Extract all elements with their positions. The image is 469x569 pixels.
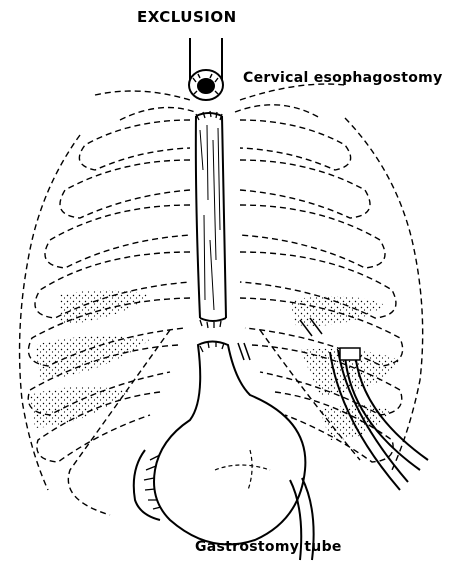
left-rib-2 <box>60 160 190 218</box>
cervical-esophagostomy-label: Cervical esophagostomy <box>243 70 443 86</box>
right-clavicle <box>240 84 345 100</box>
sternum-top <box>120 105 320 120</box>
excluded-esophagus <box>196 111 226 328</box>
left-rib-1 <box>79 120 190 170</box>
cervical-stump <box>189 38 223 100</box>
right-rib-2 <box>240 160 370 218</box>
diagram-title: EXCLUSION <box>137 8 237 26</box>
right-rib-1 <box>240 120 351 170</box>
left-clavicle <box>95 91 190 100</box>
gastrostomy-tube-label: Gastrostomy tube <box>195 539 342 555</box>
